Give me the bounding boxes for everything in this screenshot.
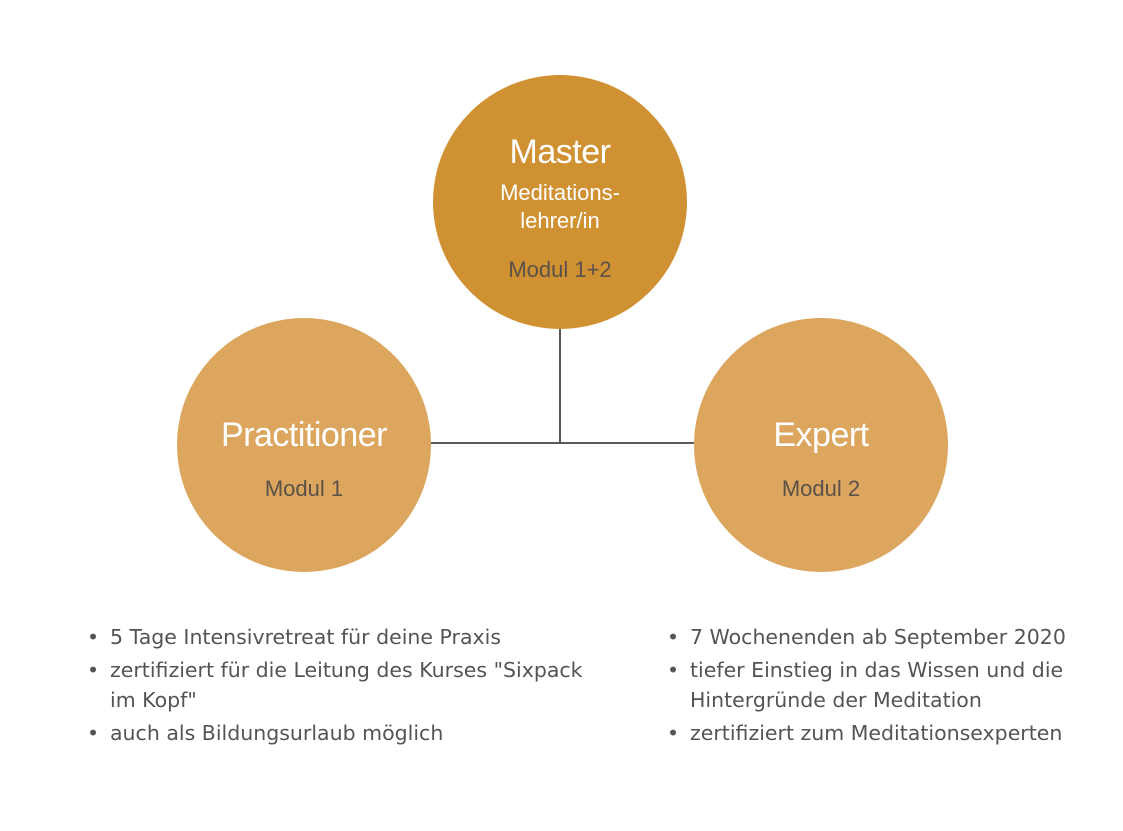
bullet-dot-icon: •	[667, 721, 680, 745]
master-subtitle-line2: lehrer/in	[520, 208, 600, 233]
master-title: Master	[509, 133, 611, 171]
practitioner-modul: Modul 1	[264, 476, 344, 501]
list-item: • zertifiziert zum Meditationsexperten	[667, 718, 1117, 748]
bullet-dot-icon: •	[87, 721, 100, 745]
list-item: • zertifiziert für die Leitung des Kurse…	[87, 655, 587, 715]
list-item-text: 7 Wochenenden ab September 2020	[690, 625, 1066, 649]
bullet-dot-icon: •	[667, 625, 680, 649]
list-item: • 7 Wochenenden ab September 2020	[667, 622, 1117, 652]
expert-feature-list: • 7 Wochenenden ab September 2020 • tief…	[667, 622, 1117, 751]
expert-modul: Modul 2	[781, 476, 861, 501]
master-modul: Modul 1+2	[508, 257, 612, 282]
bullet-dot-icon: •	[87, 658, 100, 682]
practitioner-feature-list: • 5 Tage Intensivretreat für deine Praxi…	[87, 622, 587, 751]
list-item-text: 5 Tage Intensivretreat für deine Praxis	[110, 625, 502, 649]
master-subtitle-line1: Meditations-	[500, 180, 620, 205]
expert-circle: Expert Modul 2	[694, 318, 948, 572]
practitioner-title: Practitioner	[221, 416, 387, 454]
list-item: • 5 Tage Intensivretreat für deine Praxi…	[87, 622, 587, 652]
list-item-text: zertifiziert zum Meditationsexperten	[690, 721, 1063, 745]
list-item-text: zertifiziert für die Leitung des Kurses …	[110, 658, 583, 712]
master-circle: Master Meditations- lehrer/in Modul 1+2	[433, 75, 687, 329]
list-item-text: tiefer Einstieg in das Wissen und die Hi…	[690, 658, 1064, 712]
list-item-text: auch als Bildungsurlaub möglich	[110, 721, 444, 745]
practitioner-circle: Practitioner Modul 1	[177, 318, 431, 572]
bullet-dot-icon: •	[667, 658, 680, 682]
list-item: • auch als Bildungsurlaub möglich	[87, 718, 587, 748]
list-item: • tiefer Einstieg in das Wissen und die …	[667, 655, 1117, 715]
expert-title: Expert	[773, 416, 869, 454]
bullet-dot-icon: •	[87, 625, 100, 649]
